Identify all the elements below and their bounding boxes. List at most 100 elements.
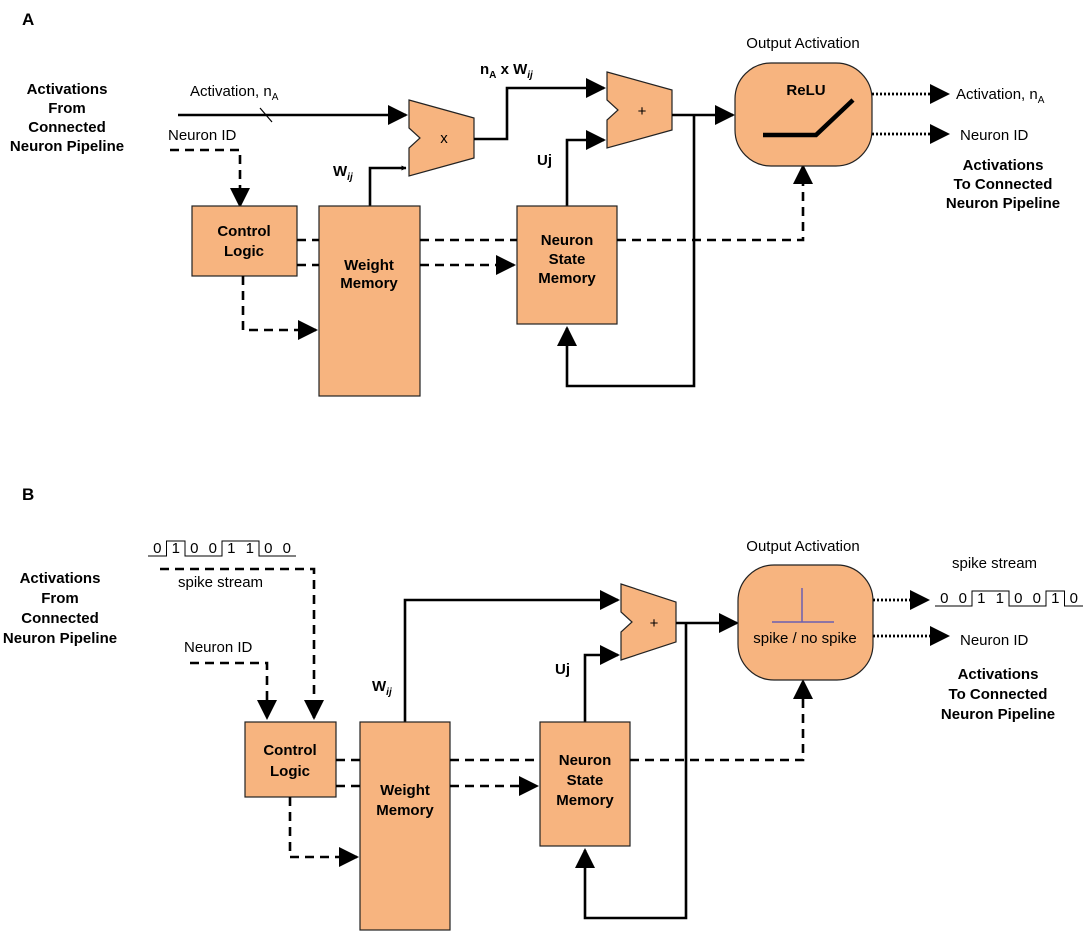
panel-a-input-heading: Activations From Connected Neuron Pipeli… bbox=[10, 81, 124, 155]
output-heading-line-1: Activations bbox=[963, 157, 1044, 174]
neuron-state-label-2: State bbox=[567, 772, 604, 789]
control-logic-label-1: Control bbox=[217, 223, 270, 240]
weight-arrow bbox=[368, 165, 407, 206]
neuron-state-label-1: Neuron bbox=[559, 752, 612, 769]
control-logic-label-2: Logic bbox=[224, 243, 264, 260]
spike-function-label: spike / no spike bbox=[753, 630, 856, 647]
spike-bit: 1 bbox=[977, 590, 985, 607]
activation-input-label: Activation, nA bbox=[190, 83, 279, 103]
spike-bit: 0 bbox=[940, 590, 948, 607]
input-heading-line-4: Neuron Pipeline bbox=[10, 138, 124, 155]
panel-b: B Activations From Connected Neuron Pipe… bbox=[3, 485, 1083, 931]
panel-b-output-heading: Activations To Connected Neuron Pipeline bbox=[941, 666, 1055, 723]
control-to-weight-arrow bbox=[241, 276, 318, 340]
panel-a-output-heading: Activations To Connected Neuron Pipeline bbox=[946, 157, 1060, 212]
spike-bit: 1 bbox=[172, 540, 180, 557]
spike-bit: 1 bbox=[1051, 590, 1059, 607]
weight-memory-label-1: Weight bbox=[344, 257, 394, 274]
weight-memory-label-2: Memory bbox=[340, 275, 398, 292]
spike-bit: 0 bbox=[264, 540, 272, 557]
input-heading-line-2: From bbox=[41, 590, 79, 607]
spike-bit: 0 bbox=[153, 540, 161, 557]
feedback-arrow bbox=[575, 623, 688, 920]
spike-waveform bbox=[935, 590, 1083, 607]
control-to-activation-arrow bbox=[617, 164, 813, 242]
activation-output-label: Activation, nA bbox=[956, 86, 1045, 106]
neuron-id-input-label: Neuron ID bbox=[184, 639, 253, 656]
weight-arrow bbox=[403, 590, 620, 722]
spike-stream-arrow bbox=[160, 567, 324, 720]
neuron-id-output-label: Neuron ID bbox=[960, 127, 1029, 144]
state-arrow bbox=[565, 130, 606, 206]
adder-symbol: + bbox=[638, 103, 647, 120]
control-logic-block bbox=[191, 205, 298, 277]
spike-bit: 1 bbox=[996, 590, 1004, 607]
weight-input-label: Wij bbox=[333, 163, 353, 183]
weight-memory-block bbox=[318, 205, 421, 397]
input-heading-line-3: Connected bbox=[21, 610, 99, 627]
panel-b-label: B bbox=[22, 485, 34, 504]
output-activation-title: Output Activation bbox=[746, 538, 859, 555]
spike-bit: 0 bbox=[1070, 590, 1078, 607]
multiplier-unit bbox=[408, 99, 475, 177]
spike-bit: 0 bbox=[209, 540, 217, 557]
state-input-label: Uj bbox=[555, 661, 570, 678]
output-heading-line-1: Activations bbox=[958, 666, 1039, 683]
product-label: nA x Wij bbox=[480, 61, 533, 81]
input-heading-line-4: Neuron Pipeline bbox=[3, 630, 117, 647]
spike-bit: 0 bbox=[959, 590, 967, 607]
spike-bit: 0 bbox=[190, 540, 198, 557]
input-heading-line-1: Activations bbox=[20, 570, 101, 587]
state-input-label: Uj bbox=[537, 152, 552, 169]
product-arrow bbox=[474, 78, 606, 141]
relu-block bbox=[734, 62, 873, 167]
control-logic-label-2: Logic bbox=[270, 763, 310, 780]
neuron-state-label-2: State bbox=[549, 251, 586, 268]
spike-bit: 1 bbox=[246, 540, 254, 557]
spike-stream-input-label: spike stream bbox=[178, 574, 263, 591]
panel-a: A Activations From Connected Neuron Pipe… bbox=[10, 10, 1060, 397]
multiplier-symbol: x bbox=[440, 130, 448, 147]
spike-bit: 0 bbox=[283, 540, 291, 557]
neuron-id-arrow bbox=[190, 661, 277, 720]
input-heading-line-2: From bbox=[48, 100, 86, 117]
spike-bit: 0 bbox=[1014, 590, 1022, 607]
neuron-id-arrow bbox=[170, 148, 250, 208]
feedback-arrow bbox=[557, 115, 696, 388]
weight-input-label: Wij bbox=[372, 678, 392, 698]
input-heading-line-1: Activations bbox=[27, 81, 108, 98]
neuron-state-label-1: Neuron bbox=[541, 232, 594, 249]
neuron-id-output-label: Neuron ID bbox=[960, 632, 1029, 649]
control-to-weight-arrow bbox=[288, 797, 359, 867]
output-heading-line-3: Neuron Pipeline bbox=[946, 195, 1060, 212]
neuron-state-memory-block bbox=[516, 205, 618, 325]
neuron-id-input-label: Neuron ID bbox=[168, 127, 237, 144]
spike-waveform bbox=[148, 540, 296, 557]
control-to-activation-arrow bbox=[630, 679, 813, 762]
adder-unit bbox=[606, 71, 673, 149]
relu-label: ReLU bbox=[786, 82, 825, 99]
weight-memory-label-1: Weight bbox=[380, 782, 430, 799]
output-activation-title: Output Activation bbox=[746, 35, 859, 52]
output-heading-line-3: Neuron Pipeline bbox=[941, 706, 1055, 723]
neuron-state-label-3: Memory bbox=[538, 270, 596, 287]
input-heading-line-3: Connected bbox=[28, 119, 106, 136]
spike-stream-output-label: spike stream bbox=[952, 555, 1037, 572]
weight-memory-block bbox=[359, 721, 451, 931]
spike-bit: 1 bbox=[227, 540, 235, 557]
control-logic-block bbox=[244, 721, 337, 798]
adder-symbol: + bbox=[650, 615, 659, 632]
output-heading-line-2: To Connected bbox=[949, 686, 1048, 703]
panel-b-input-heading: Activations From Connected Neuron Pipeli… bbox=[3, 570, 117, 647]
state-arrow bbox=[583, 645, 620, 722]
relu-curve-icon bbox=[763, 98, 855, 138]
output-heading-line-2: To Connected bbox=[954, 176, 1053, 193]
neuron-state-memory-block bbox=[539, 721, 631, 847]
control-logic-label-1: Control bbox=[263, 742, 316, 759]
weight-memory-label-2: Memory bbox=[376, 802, 434, 819]
panel-a-label: A bbox=[22, 10, 34, 29]
spike-bit: 0 bbox=[1033, 590, 1041, 607]
